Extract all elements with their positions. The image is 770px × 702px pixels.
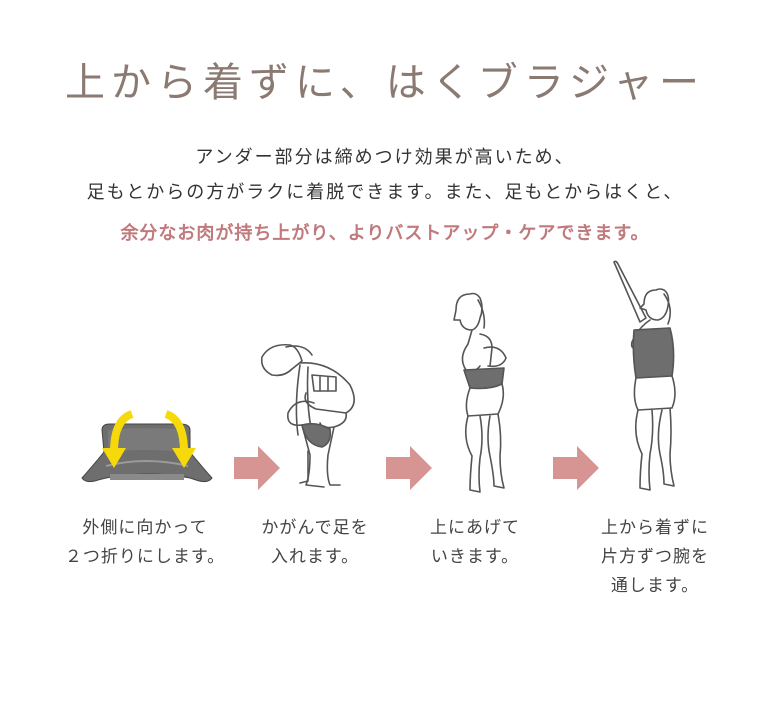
description-highlight: 余分なお肉が持ち上がり、よりバストアップ・ケアできます。 — [120, 223, 650, 244]
caption-line: いきます。 — [430, 547, 520, 567]
step-1-caption: 外側に向かって ２つ折りにします。 — [50, 514, 240, 572]
caption-line: 上にあげて — [430, 518, 520, 538]
pull-up-icon — [440, 288, 530, 498]
caption-line: 外側に向かって — [82, 518, 208, 538]
caption-line: 片方ずつ腕を — [601, 547, 709, 567]
caption-line: 上から着ずに — [601, 518, 709, 538]
caption-line: ２つ折りにします。 — [64, 547, 226, 567]
next-arrow-icon — [553, 446, 599, 494]
bending-step-in-icon — [250, 335, 370, 495]
next-arrow-icon — [386, 446, 432, 494]
folded-garment-icon — [80, 400, 215, 495]
caption-line: 通します。 — [610, 576, 700, 596]
description-line-2: 足もとからの方がラクに着脱できます。また、足もとからはくと、 — [86, 182, 684, 203]
page-title: 上から着ずに、はくブラジャー — [65, 60, 705, 106]
step-2-caption: かがんで足を 入れます。 — [240, 514, 390, 572]
caption-line: 入れます。 — [270, 547, 360, 567]
step-4-caption: 上から着ずに 片方ずつ腕を 通します。 — [575, 514, 735, 601]
arms-through-icon — [610, 258, 700, 498]
step-3-caption: 上にあげて いきます。 — [400, 514, 550, 572]
description-line-1: アンダー部分は締めつけ効果が高いため、 — [195, 147, 575, 168]
next-arrow-icon — [234, 446, 280, 494]
caption-line: かがんで足を — [261, 518, 369, 538]
